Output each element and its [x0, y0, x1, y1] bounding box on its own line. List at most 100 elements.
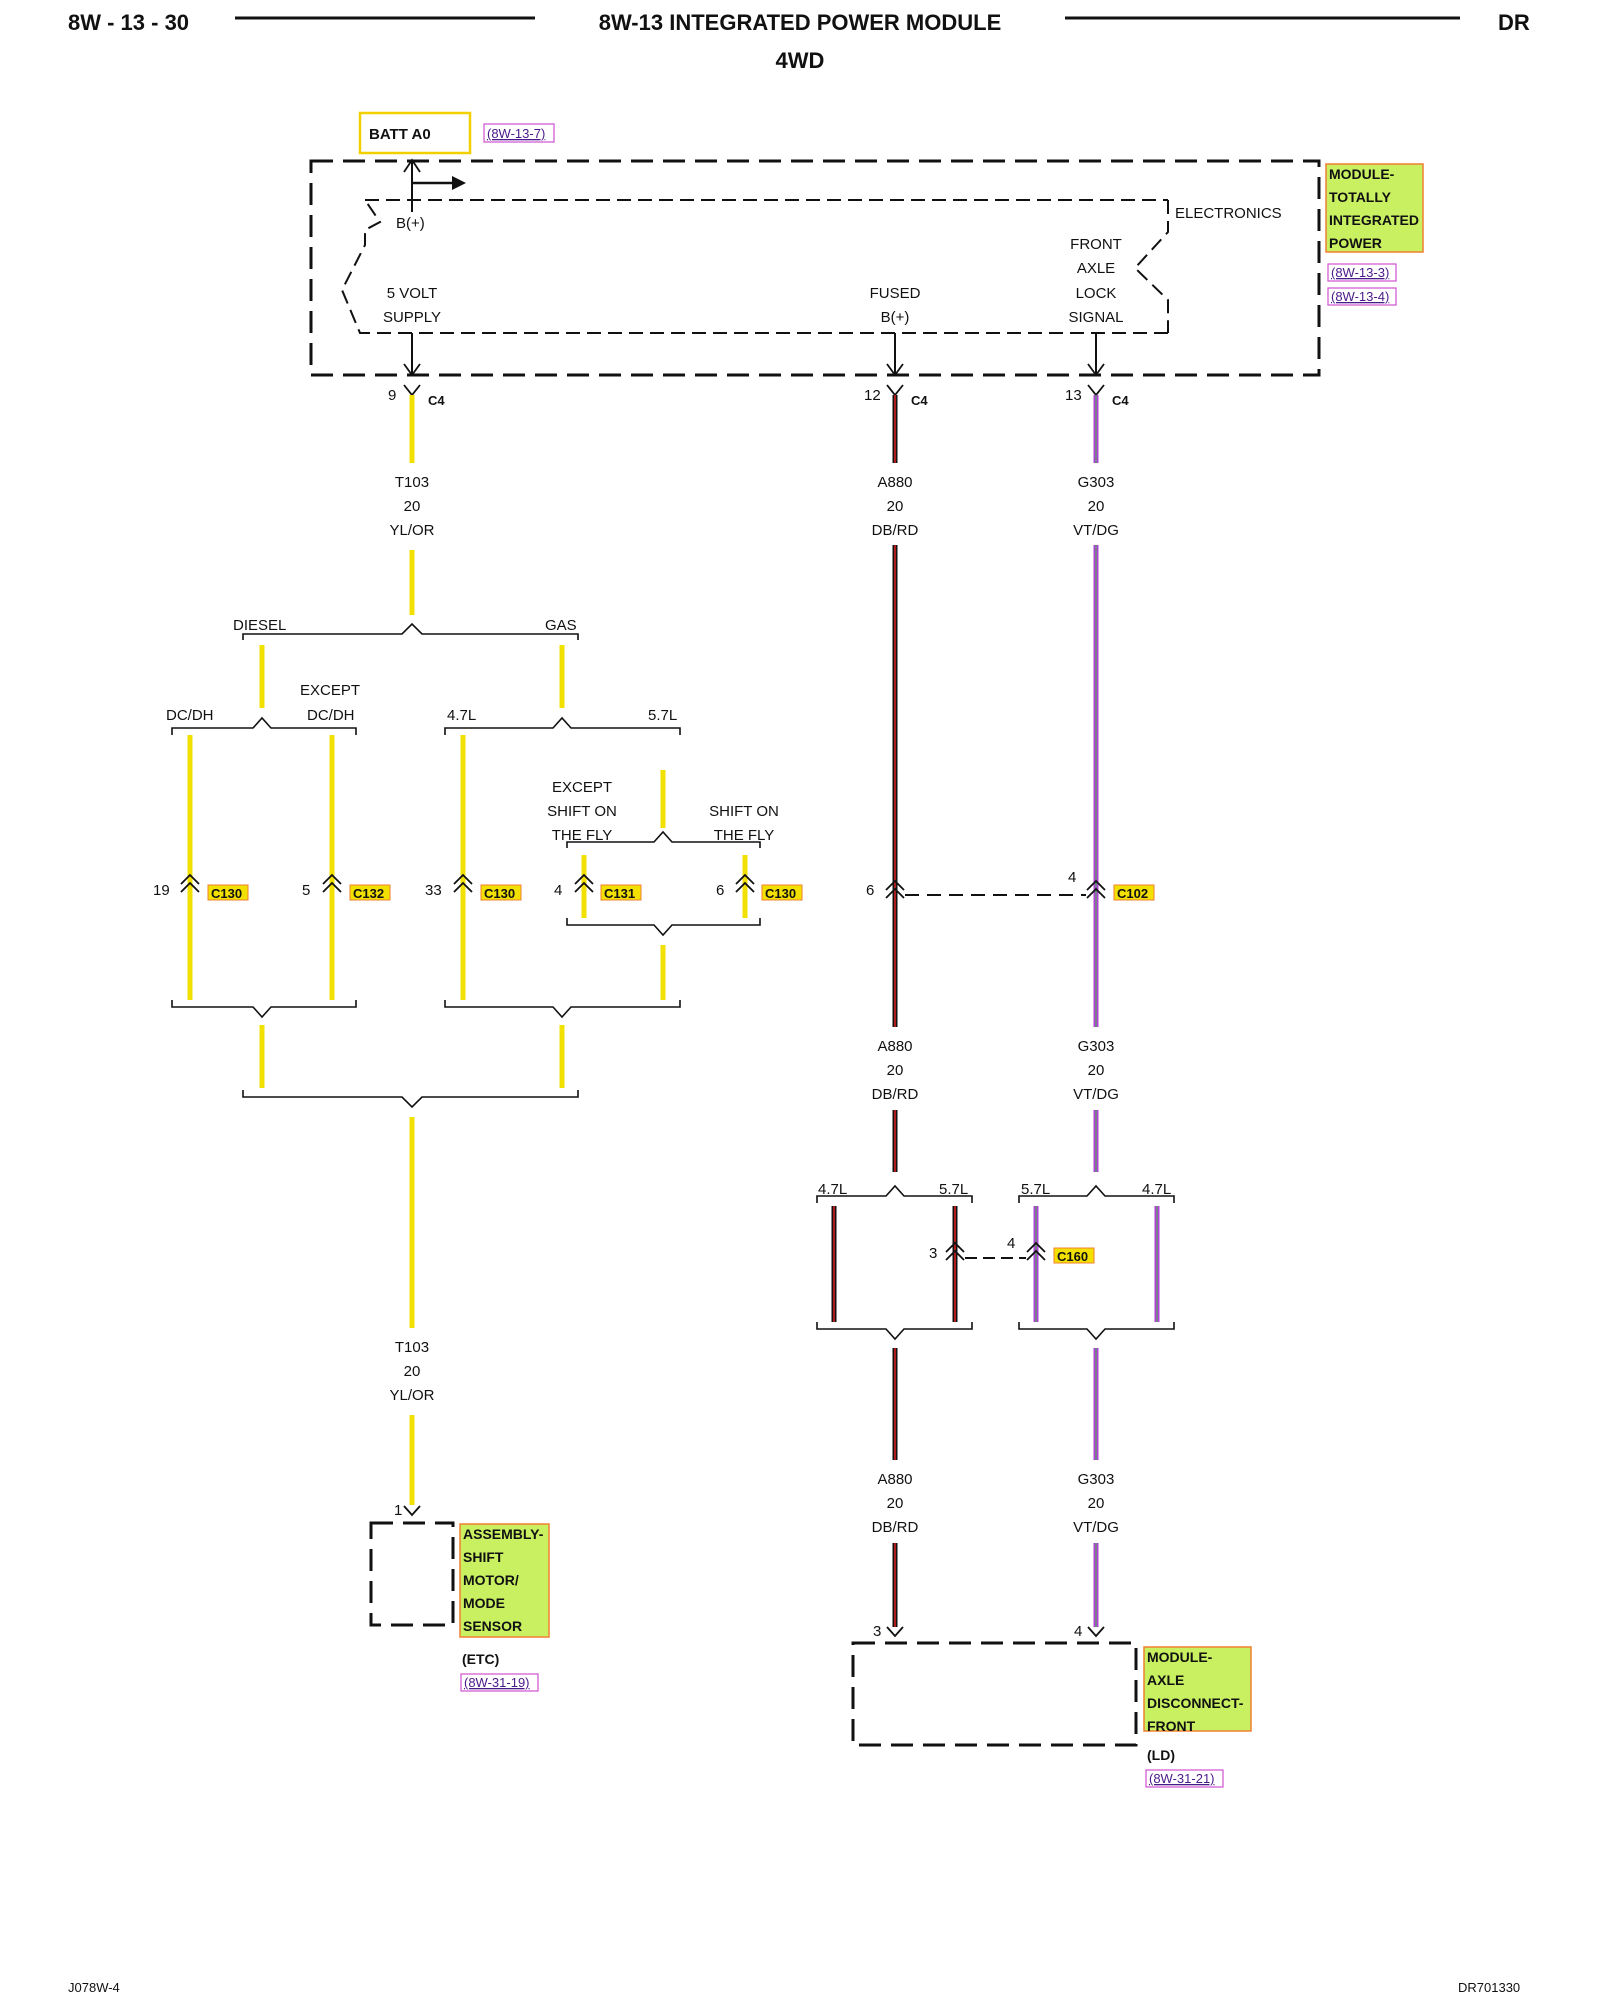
lock-signal-label-3: LOCK: [1076, 285, 1117, 302]
axle-pin-4: 4: [1074, 1623, 1082, 1640]
shift-motor-name-3: MOTOR/: [463, 1572, 519, 1588]
shift-motor-pin: 1: [394, 1502, 402, 1519]
shift-motor-name-box: [459, 1523, 550, 1638]
c131-connector-icon: [574, 873, 594, 893]
c160-name: C160: [1057, 1249, 1088, 1264]
diesel-label: DIESEL: [233, 617, 286, 634]
c4-pin-13: 13: [1065, 387, 1082, 404]
c130-tag-bg-3: [761, 884, 803, 901]
fused-label-1: FUSED: [870, 285, 921, 302]
except-sotf-2: SHIFT ON: [547, 803, 617, 820]
sotf-join: [566, 918, 761, 937]
tipm-name-3: INTEGRATED: [1329, 212, 1419, 228]
g303-gauge-mid: 20: [1088, 1062, 1105, 1079]
down-arrow-icon: [403, 363, 421, 377]
shift-motor-box: [369, 1521, 455, 1627]
c4-pin-12: 12: [864, 387, 881, 404]
axle-pin-3-icon: [886, 1626, 904, 1638]
t103-circuit-bottom: T103: [395, 1339, 429, 1356]
tipm-ref-2[interactable]: (8W-13-4): [1331, 289, 1389, 304]
g303-color-top: VT/DG: [1073, 522, 1119, 539]
tipm-name-1: MODULE-: [1329, 166, 1395, 182]
dcdh-join: [171, 1000, 357, 1019]
g303-gauge-top: 20: [1088, 498, 1105, 515]
shift-motor-ref-box: [460, 1673, 539, 1692]
c130-pin-33: 33: [425, 882, 442, 899]
l57-label-1: 5.7L: [648, 707, 677, 724]
batt-ref[interactable]: (8W-13-7): [487, 126, 545, 141]
page-subtitle: 4WD: [776, 48, 825, 73]
tipm-name-2: TOTALLY: [1329, 189, 1392, 205]
diesel-gas-split: [242, 622, 579, 640]
c160-pin-3: 3: [929, 1245, 937, 1262]
c4-label-3: C4: [1112, 393, 1129, 408]
t103-color-top: YL/OR: [389, 522, 434, 539]
c4-label-2: C4: [911, 393, 928, 408]
sotf-split: [566, 830, 761, 848]
gas-engine-split: [444, 716, 681, 735]
axle-pin-3: 3: [873, 1623, 881, 1640]
diesel-gas-join: [242, 1090, 579, 1109]
c102-tag-bg: [1113, 884, 1155, 901]
c102-pin-6: 6: [866, 882, 874, 899]
except-sotf-3: THE FLY: [552, 827, 613, 844]
five-volt-label-2: SUPPLY: [383, 309, 441, 326]
tipm-ref-1[interactable]: (8W-13-3): [1331, 265, 1389, 280]
c4-pin-12-icon: [886, 384, 904, 397]
c160-connector-icon: [945, 1241, 1046, 1261]
c102-pin-4: 4: [1068, 869, 1076, 886]
c132-name: C132: [353, 886, 384, 901]
a880-color-bottom: DB/RD: [872, 1519, 919, 1536]
l47-label-1: 4.7L: [447, 707, 476, 724]
a880-color-top: DB/RD: [872, 522, 919, 539]
a880-engine-split: [816, 1184, 973, 1203]
c130-pin-6: 6: [716, 882, 724, 899]
shift-motor-name-2: SHIFT: [463, 1549, 504, 1565]
down-arrow-icon: [886, 363, 904, 377]
axle-module-name-box: [1143, 1646, 1252, 1732]
axle-module-name-3: DISCONNECT-: [1147, 1695, 1244, 1711]
sotf-1: SHIFT ON: [709, 803, 779, 820]
c102-connector-icon: [885, 879, 1106, 899]
g303-circuit-bottom: G303: [1078, 1471, 1115, 1488]
batt-a0-label: BATT A0: [369, 126, 431, 143]
tipm-name-4: POWER: [1329, 235, 1382, 251]
a880-gauge-top: 20: [887, 498, 904, 515]
shift-motor-ref[interactable]: (8W-31-19): [464, 1675, 530, 1690]
c4-pin-9-icon: [403, 384, 421, 397]
c4-pin-13-icon: [1087, 384, 1105, 397]
c102-name: C102: [1117, 886, 1148, 901]
electronics-outline: [340, 199, 1169, 334]
l47-label-3: 4.7L: [1142, 1181, 1171, 1198]
axle-module-ref-box: [1145, 1769, 1224, 1788]
g303-color-mid: VT/DG: [1073, 1086, 1119, 1103]
gas-engine-join: [444, 1000, 681, 1019]
axle-module-box: [851, 1641, 1138, 1747]
shift-motor-name-5: SENSOR: [463, 1618, 522, 1634]
gas-label: GAS: [545, 617, 577, 634]
except-label-1: EXCEPT: [300, 682, 360, 699]
except-sotf-1: EXCEPT: [552, 779, 612, 796]
up-arrow-icon: [403, 158, 421, 173]
right-arrow-icon: [452, 176, 466, 190]
axle-module-ref[interactable]: (8W-31-21): [1149, 1771, 1215, 1786]
dcdh-label-1: DC/DH: [166, 707, 214, 724]
axle-module-name-1: MODULE-: [1147, 1649, 1213, 1665]
shift-motor-tag: (ETC): [462, 1651, 499, 1667]
a880-engine-join: [816, 1322, 973, 1341]
g303-circuit-top: G303: [1078, 474, 1115, 491]
c131-tag-bg: [600, 884, 642, 901]
c130-name-3: C130: [765, 886, 796, 901]
batt-a0-box: [358, 111, 472, 155]
c130-connector-icon: [180, 873, 200, 893]
electronics-label: ELECTRONICS: [1175, 205, 1282, 222]
c130-connector-icon: [453, 873, 473, 893]
c160-pin-4: 4: [1007, 1235, 1015, 1252]
c160-tag-bg: [1053, 1247, 1095, 1264]
c131-pin-4: 4: [554, 882, 562, 899]
c130-connector-icon: [735, 873, 755, 893]
dcdh-split: [171, 716, 357, 735]
tipm-module-box: [309, 159, 1321, 377]
shift-motor-name-4: MODE: [463, 1595, 505, 1611]
